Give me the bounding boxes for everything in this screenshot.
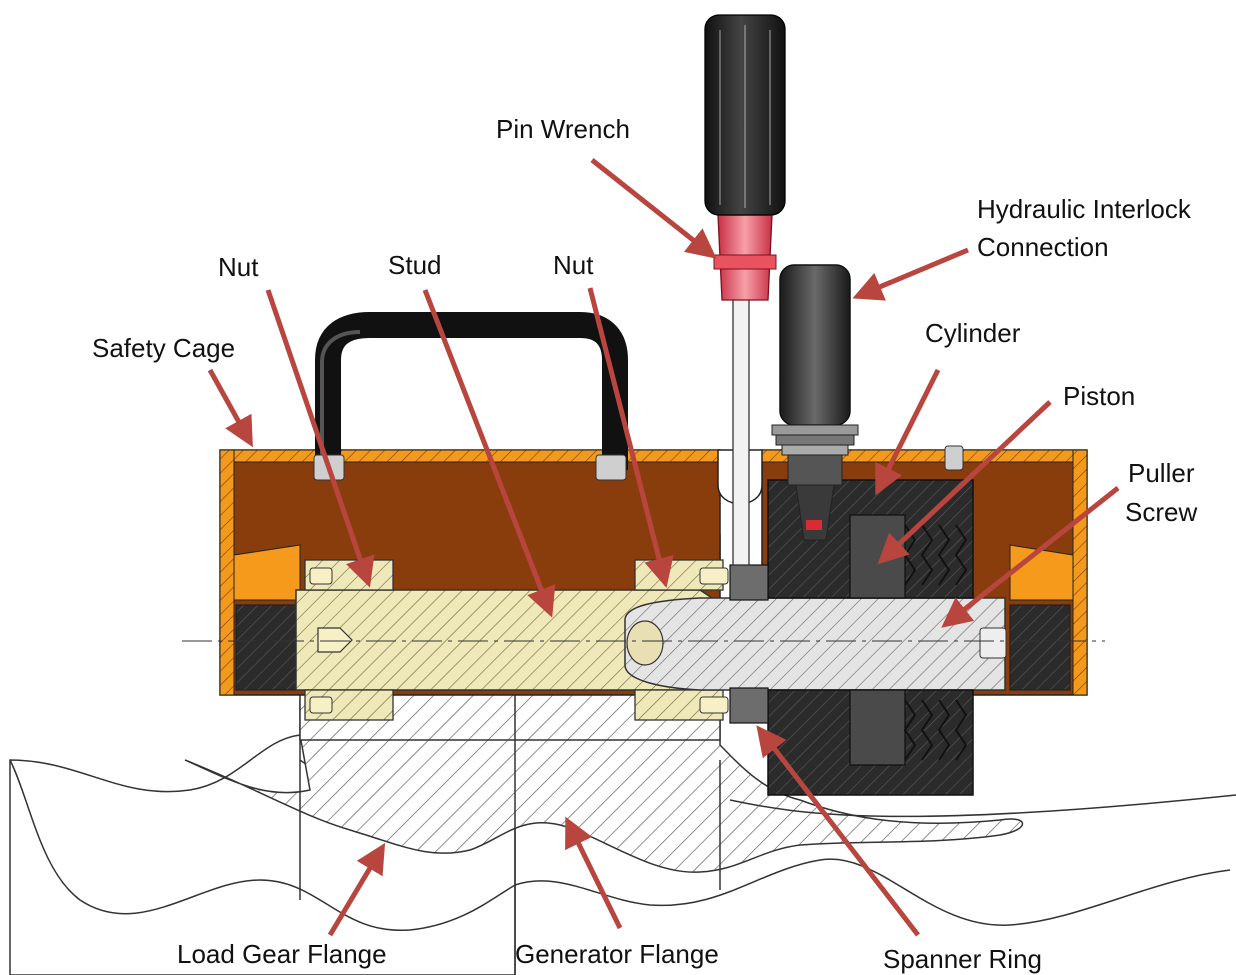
label-cylinder: Cylinder	[925, 318, 1021, 348]
label-stud: Stud	[388, 250, 442, 280]
label-safety-cage: Safety Cage	[92, 333, 235, 363]
label-nut-right: Nut	[553, 250, 594, 280]
label-puller-line1: Puller	[1128, 458, 1195, 488]
label-piston: Piston	[1063, 381, 1135, 411]
pin-wrench	[704, 14, 786, 566]
arrow-cylinder	[875, 368, 941, 496]
piston-upper	[849, 514, 906, 599]
arrow-piston	[877, 400, 1052, 565]
load-gear-flange-wave	[9, 759, 516, 931]
label-spanner-ring: Spanner Ring	[883, 944, 1042, 974]
label-hydraulic-line1: Hydraulic Interlock	[977, 194, 1192, 224]
label-puller-line2: Screw	[1125, 497, 1197, 527]
label-pin-wrench: Pin Wrench	[496, 114, 630, 144]
arrow-stud	[422, 289, 556, 618]
labels: Pin Wrench Hydraulic Interlock Connectio…	[92, 114, 1197, 974]
arrow-puller-screw	[941, 486, 1120, 628]
arrow-load-gear-flange	[327, 842, 386, 937]
arrow-nut-left	[265, 289, 375, 588]
label-nut-left: Nut	[218, 252, 259, 282]
springs-lower	[903, 699, 968, 761]
puller-screw	[624, 597, 1007, 691]
arrow-hydraulic	[852, 247, 969, 301]
pin-wrench-shaft	[732, 289, 750, 566]
piston-lower	[849, 689, 906, 766]
label-generator-flange: Generator Flange	[515, 939, 719, 969]
arrow-pin-wrench	[590, 158, 717, 259]
flange-hatched-section	[184, 699, 1023, 873]
generator-flange-wave	[514, 858, 1231, 926]
label-hydraulic-line2: Connection	[977, 232, 1109, 262]
hydraulic-connection	[771, 264, 859, 541]
label-load-gear-flange: Load Gear Flange	[177, 939, 387, 969]
cylinder-assembly	[767, 445, 974, 796]
arrow-spanner-ring	[756, 725, 920, 937]
arrow-safety-cage	[207, 368, 253, 448]
callout-arrows	[207, 158, 1120, 937]
arrow-nut-right	[587, 287, 674, 588]
flanges	[9, 699, 1236, 975]
arrow-generator-flange	[565, 816, 623, 930]
